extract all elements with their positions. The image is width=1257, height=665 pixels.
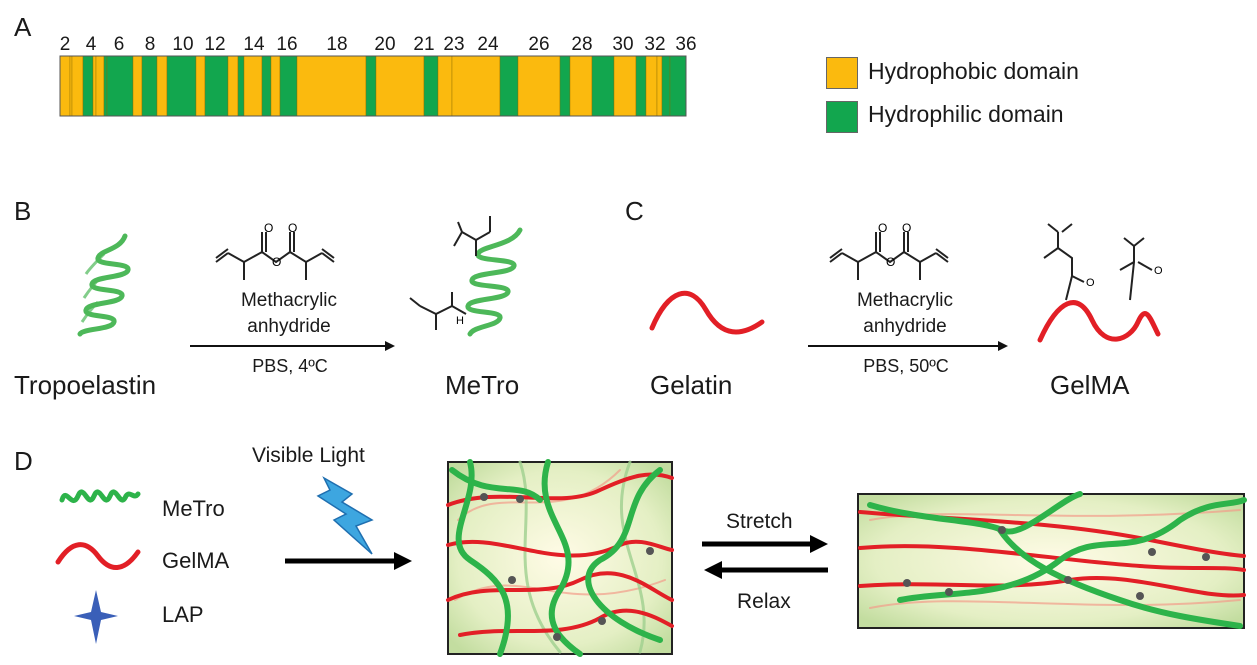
condition-c: PBS, 50ºC [863,356,949,376]
tropoelastin-label: Tropoelastin [14,370,157,400]
metro-product-coil [465,227,523,337]
hydrophobic-legend-label: Hydrophobic domain [868,58,1079,84]
condition-b: PBS, 4ºC [252,356,328,376]
svg-text:O: O [878,221,887,235]
domain-number: 4 [85,34,97,55]
domain-number: 36 [675,34,697,55]
lap-star-icon [74,590,118,644]
svg-text:O: O [264,221,273,235]
visible-light-label: Visible Light [252,444,365,467]
reagent-line2-c: anhydride [863,316,947,337]
domain-number: 32 [644,34,666,55]
hydrophobic-legend-swatch [826,57,858,89]
domain-number: 26 [528,34,550,55]
panel-d-label: D [14,446,33,476]
metro-legend-icon [59,489,141,504]
domain-number: 8 [144,34,156,55]
svg-text:O: O [272,255,281,269]
gelatin-label: Gelatin [650,370,733,400]
stretched-crosslinks [903,526,1210,600]
domain-number: 16 [276,34,298,55]
reagent-line1-b: Methacrylic [240,290,338,311]
domain-number: 24 [477,34,499,55]
gelma-legend-label: GelMA [162,548,230,573]
hydrophilic-legend-swatch [826,101,858,133]
svg-text:O: O [902,221,911,235]
relax-label: Relax [737,590,791,613]
reagent-line1-c: Methacrylic [856,290,954,311]
svg-text:O: O [1086,277,1095,289]
domain-number: 6 [113,34,125,55]
domain-number: 23 [443,34,465,55]
domain-number: 18 [326,34,348,55]
metro-label: MeTro [445,370,520,400]
svg-text:O: O [886,255,895,269]
metro-legend-label: MeTro [162,496,225,521]
lap-legend-label: LAP [162,602,204,627]
panel-a-label: A [14,12,32,42]
stretch-label: Stretch [726,510,793,533]
lightning-bolt-icon [316,476,374,555]
gelatin-wave [649,290,765,335]
hydrophilic-legend-label: Hydrophilic domain [868,101,1064,127]
domain-number: 21 [413,34,435,55]
domain-number: 28 [571,34,593,55]
domain-number: 30 [612,34,634,55]
anhydride-structure-b [215,232,335,280]
domain-number: 14 [243,34,265,55]
panel-b-label: B [14,196,32,226]
domain-number: 10 [172,34,194,55]
domain-number: 20 [374,34,396,55]
anhydride-structure-c [829,232,949,280]
relaxed-crosslinks [480,493,654,641]
gelma-legend-icon [55,542,141,570]
reagent-line2-b: anhydride [247,316,331,337]
svg-text:O: O [1154,265,1163,277]
panel-c-label: C [625,196,644,226]
svg-text:H: H [456,315,464,327]
domain-number: 12 [204,34,226,55]
svg-text:O: O [288,221,297,235]
gelma-label: GelMA [1050,370,1130,400]
gelma-product-wave [1037,300,1161,343]
domain-number: 2 [59,34,71,55]
